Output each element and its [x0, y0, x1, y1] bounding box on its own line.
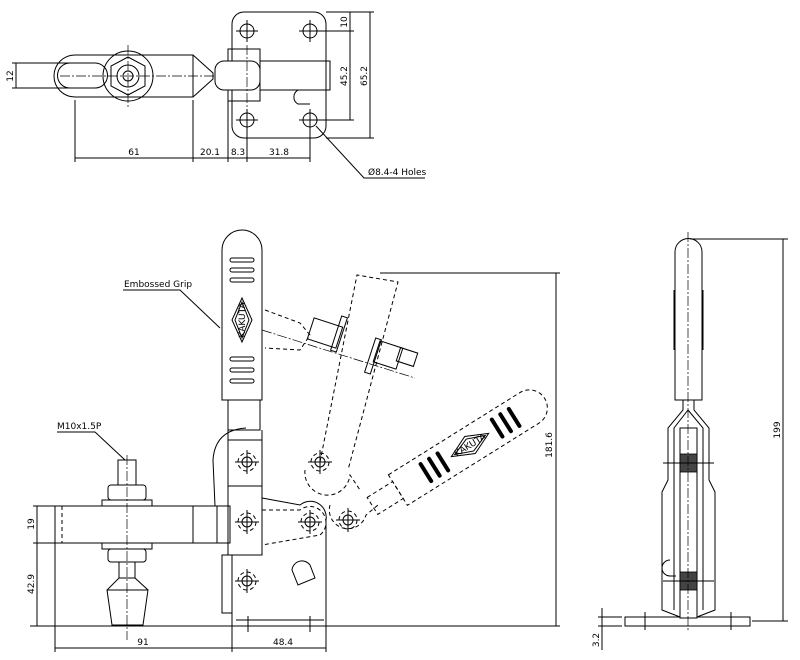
dim-taper-length: 20.1 [200, 148, 220, 158]
dim-hole-pitch-y: 45.2 [340, 66, 350, 86]
mounting-hole [298, 19, 322, 43]
dim-arm-reach: 91 [137, 638, 148, 648]
handle-grip [221, 229, 263, 401]
mounting-hole [235, 108, 259, 132]
dim-open-height: 181.6 [545, 432, 555, 458]
pivot-pin [234, 509, 260, 535]
dim-handle-width: 12 [6, 70, 16, 81]
arm-slot [57, 62, 108, 89]
ball-joint [214, 60, 261, 91]
pivot-pin [234, 449, 260, 475]
spindle-tip [106, 577, 149, 626]
handle-link [227, 430, 263, 556]
clamp-arm [54, 505, 231, 544]
spindle-bar [259, 60, 331, 91]
grip-slots [229, 257, 255, 384]
mounting-hole [235, 19, 259, 43]
dim-handle-length: 61 [128, 148, 139, 158]
handle-grip-end [674, 238, 703, 401]
dim-base-length: 48.4 [273, 638, 293, 648]
dim-overall-height: 199 [773, 421, 783, 438]
dim-hole-edge: 10 [340, 16, 350, 28]
hole-callout: Ø8.4-4 Holes [368, 167, 427, 178]
frame-end [624, 400, 751, 627]
end-view: 199 3.2 [592, 232, 788, 650]
dim-base-thickness: 3.2 [592, 633, 602, 647]
embossed-grip-label: Embossed Grip [124, 280, 192, 290]
side-view: KAKUTA KAKUTA [27, 229, 560, 652]
open-position-phantom: KAKUTA [261, 274, 548, 533]
brand-text: KAKUTA [238, 302, 248, 338]
clamp-arm-top [53, 54, 214, 98]
dim-arm-thickness: 19 [27, 518, 37, 530]
dim-hole-offset: 8.3 [231, 148, 245, 158]
dim-hole-pitch-x: 31.8 [269, 148, 289, 158]
dim-arm-height: 42.9 [27, 574, 37, 594]
thread-label: M10x1.5P [57, 422, 102, 432]
stop-pin [291, 560, 316, 586]
dim-plate-height: 65.2 [360, 66, 370, 86]
pivot-pin [297, 509, 323, 535]
top-view: 61 20.1 8.3 31.8 12 10 45.2 65.2 Ø8.4-4 … [6, 11, 427, 179]
pivot-pin [234, 568, 260, 594]
